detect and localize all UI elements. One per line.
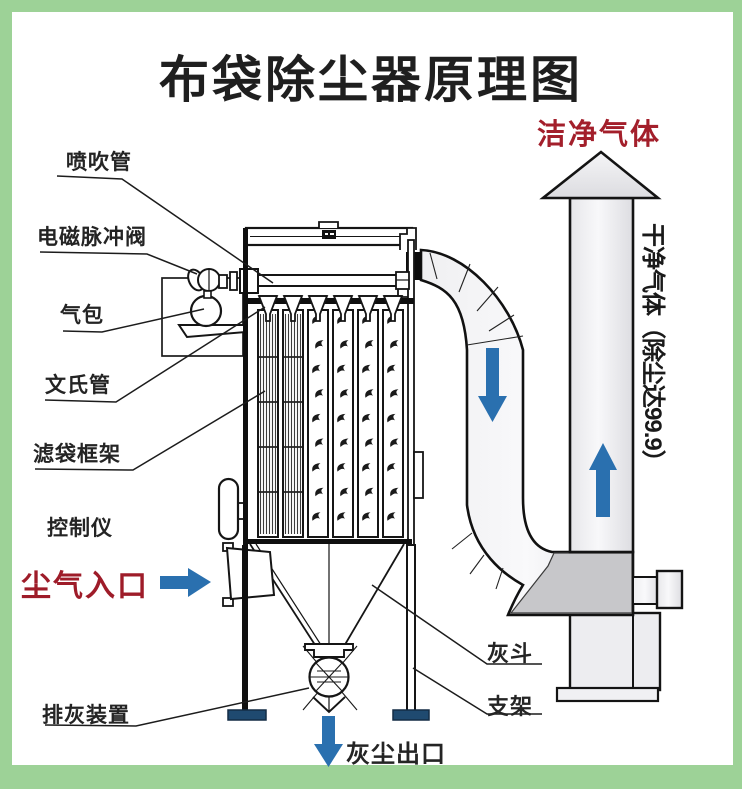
chimney-cone-cap (539, 150, 662, 200)
label-clean-gas: 洁净气体 (537, 119, 662, 151)
leg-foot-left (227, 709, 267, 721)
cover-latch (322, 230, 336, 239)
leader-venturi (44, 306, 266, 403)
flow-arrow-duct-down-icon (478, 348, 507, 422)
tube-sheet (244, 298, 414, 304)
support-leg-right (406, 544, 416, 713)
flow-arrow-dust-outlet-down-icon (314, 716, 343, 767)
rotary-ash-valve (302, 643, 358, 714)
filter-bags (257, 309, 404, 538)
label-blow-pipe: 喷吹管 (66, 151, 132, 174)
air-supply-assembly (161, 268, 259, 357)
side-outlet (632, 569, 684, 610)
controller-box (217, 477, 247, 541)
baghouse-top-cover (244, 221, 414, 247)
leader-ash-hopper (371, 584, 542, 665)
leader-bag-cage (34, 390, 266, 471)
label-ash-hopper: 灰斗 (487, 641, 534, 666)
label-ash-discharge: 排灰装置 (42, 704, 130, 727)
pulse-blow-pipe (249, 271, 410, 290)
housing-bottom-plate (246, 539, 412, 544)
stack-base (555, 611, 662, 703)
label-bag-cage: 滤袋框架 (33, 443, 121, 466)
leader-ash-discharge (44, 687, 310, 727)
baghouse-left-wall (243, 228, 248, 545)
leader-lines (34, 175, 542, 727)
leader-pulse-valve (39, 251, 198, 275)
support-leg-left (242, 545, 248, 712)
label-dust-outlet: 灰尘出口 (346, 741, 446, 768)
label-dusty-gas-inlet: 尘气入口 (21, 570, 149, 603)
baghouse-right-wall (407, 239, 424, 546)
leader-air-tank (62, 308, 205, 333)
label-air-tank: 气包 (60, 304, 104, 327)
tank-shelf (177, 324, 247, 339)
dust-inlet-duct (222, 542, 276, 607)
leader-support (412, 667, 542, 715)
label-pulse-valve: 电磁脉冲阀 (37, 226, 147, 249)
page-title: 布袋除尘器原理图 (159, 52, 583, 108)
leader-blow-pipe (56, 175, 274, 284)
flow-arrow-inlet-right-icon (160, 568, 211, 597)
venturi-cups (257, 295, 404, 322)
label-clean-air-note: 干净气体（除尘达99.9） (639, 223, 666, 473)
leg-foot-right (392, 709, 430, 721)
duct-seam-lines (429, 252, 524, 590)
label-venturi: 文氏管 (45, 374, 111, 397)
flow-arrows (160, 348, 617, 767)
cover-handle (318, 221, 339, 228)
label-controller: 控制仪 (47, 517, 113, 540)
flow-arrow-stack-up-icon (589, 443, 617, 517)
label-support: 支架 (487, 694, 534, 719)
